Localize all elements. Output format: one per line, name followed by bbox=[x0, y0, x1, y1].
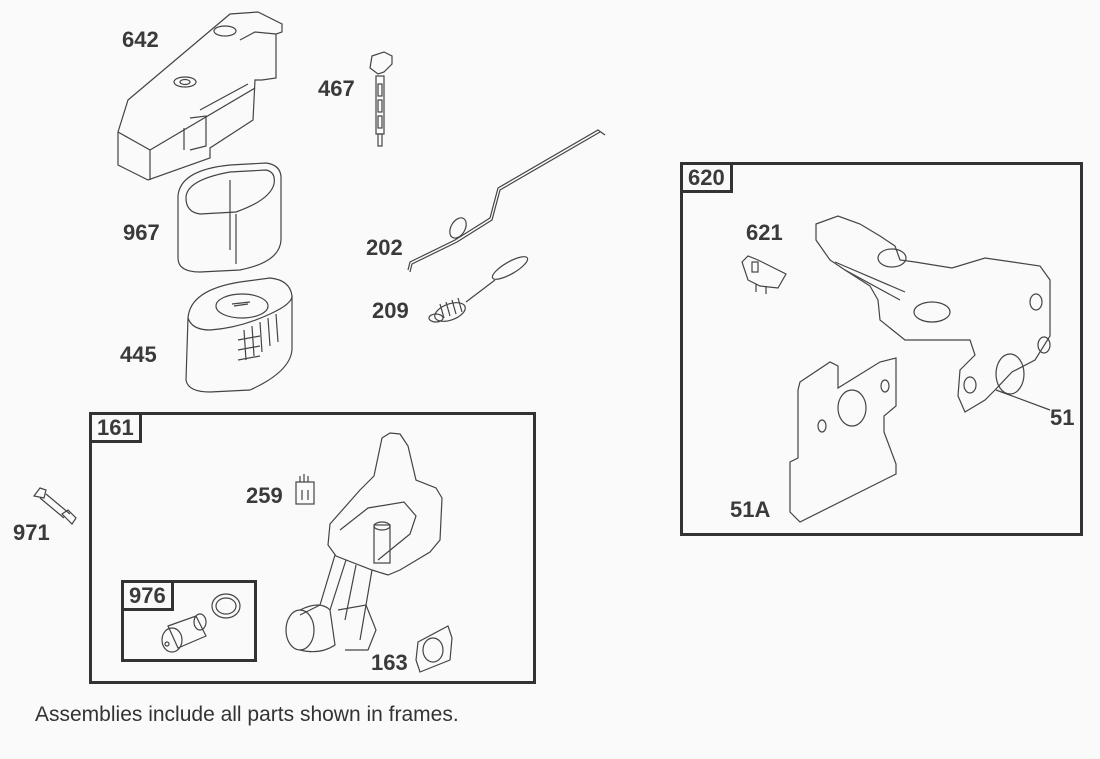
pre-cleaner-drawing bbox=[177, 162, 282, 273]
carburetor-drawing bbox=[815, 215, 1051, 413]
assembly-frame-161: 161 bbox=[89, 412, 536, 684]
air-filter-drawing bbox=[185, 277, 293, 393]
part-label-163[interactable]: 163 bbox=[371, 650, 408, 675]
small-gasket-drawing bbox=[415, 625, 453, 673]
part-label-259[interactable]: 259 bbox=[246, 483, 283, 508]
assemblies-footnote: Assemblies include all parts shown in fr… bbox=[35, 703, 459, 726]
governor-link-drawing bbox=[407, 129, 606, 273]
clip-drawing bbox=[295, 474, 315, 505]
frame-tag-161[interactable]: 161 bbox=[89, 412, 142, 443]
frame-tag-620[interactable]: 620 bbox=[680, 162, 733, 193]
fitting-drawing bbox=[161, 593, 241, 653]
part-label-971[interactable]: 971 bbox=[13, 520, 50, 545]
air-cleaner-base-drawing bbox=[285, 432, 443, 653]
frame-tag-976[interactable]: 976 bbox=[121, 580, 174, 611]
assembly-frame-620: 620 bbox=[680, 162, 1083, 536]
part-label-621[interactable]: 621 bbox=[746, 220, 783, 245]
part-label-51a[interactable]: 51A bbox=[730, 497, 771, 522]
part-label-202[interactable]: 202 bbox=[366, 235, 403, 260]
part-label-209[interactable]: 209 bbox=[372, 298, 409, 323]
assembly-frame-976: 976 bbox=[121, 580, 257, 662]
cover-knob-drawing bbox=[369, 51, 393, 147]
part-label-642[interactable]: 642 bbox=[122, 27, 159, 52]
choke-link-drawing bbox=[741, 255, 787, 294]
screw-drawing bbox=[32, 487, 77, 525]
air-cleaner-cover-drawing bbox=[117, 11, 283, 181]
part-label-51[interactable]: 51 bbox=[1050, 405, 1075, 430]
governor-spring-drawing bbox=[428, 256, 529, 323]
heat-shield-drawing bbox=[789, 357, 897, 523]
part-label-467[interactable]: 467 bbox=[318, 76, 355, 101]
part-label-445[interactable]: 445 bbox=[120, 342, 157, 367]
part-label-967[interactable]: 967 bbox=[123, 220, 160, 245]
